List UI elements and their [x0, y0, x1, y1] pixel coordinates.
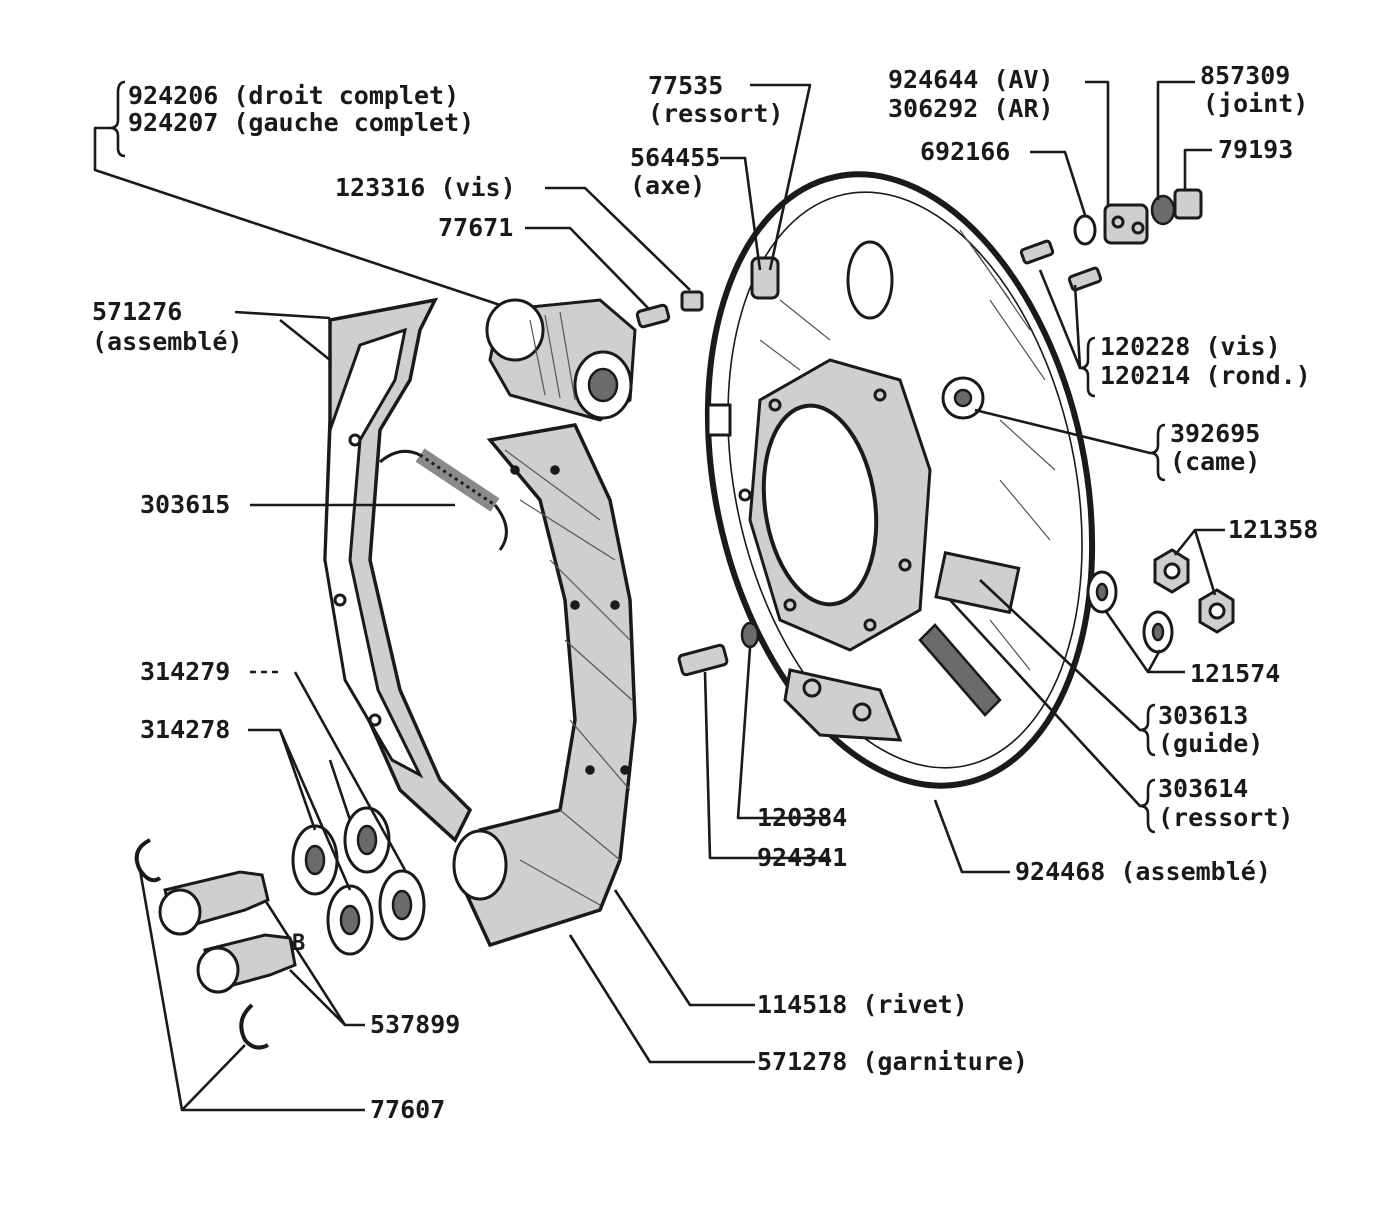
cylinder-screws: [635, 290, 704, 329]
label-121358: 121358: [1228, 515, 1318, 544]
label-121574: 121574: [1190, 659, 1280, 688]
part-labels: 924206 (droit complet) 924207 (gauche co…: [92, 61, 1318, 1124]
label-77671: 77671: [438, 213, 513, 242]
label-392695-note: (came): [1170, 447, 1260, 476]
wheel-cylinder: [485, 298, 637, 422]
label-924644: 924644 (AV): [888, 65, 1054, 94]
return-spring: [379, 448, 508, 551]
label-letter-b: B: [292, 931, 305, 956]
label-120384: 120384: [757, 803, 847, 832]
label-924207: 924207 (gauche complet): [128, 108, 474, 137]
label-77535: 77535: [648, 71, 723, 100]
label-392695: 392695: [1170, 419, 1260, 448]
label-77535-note: (ressort): [648, 99, 783, 128]
label-114518: 114518 (rivet): [757, 990, 968, 1019]
label-303614: 303614: [1158, 774, 1248, 803]
label-303615: 303615: [140, 490, 230, 519]
label-314278: 314278: [140, 715, 230, 744]
label-857309: 857309: [1200, 61, 1290, 90]
label-924468: 924468 (assemblé): [1015, 857, 1271, 886]
backing-plate: [704, 171, 1096, 789]
label-564455: 564455: [630, 143, 720, 172]
label-857309-note: (joint): [1203, 89, 1308, 118]
leader-lines: [93, 80, 1225, 1112]
label-924206: 924206 (droit complet): [128, 81, 459, 110]
label-564455-note: (axe): [630, 171, 705, 200]
label-120214: 120214 (rond.): [1100, 361, 1311, 390]
label-306292: 306292 (AR): [888, 94, 1054, 123]
hardware-left: [134, 806, 426, 1050]
label-571276-note: (assemblé): [92, 327, 243, 356]
label-120228: 120228 (vis): [1100, 332, 1281, 361]
label-924341: 924341: [757, 843, 847, 872]
label-303613: 303613: [1158, 701, 1248, 730]
label-77607: 77607: [370, 1095, 445, 1124]
hardware-right: [677, 188, 1235, 677]
label-537899: 537899: [370, 1010, 460, 1039]
label-314279: 314279: [140, 657, 230, 686]
label-303613-note: (guide): [1158, 729, 1263, 758]
label-571276: 571276: [92, 297, 182, 326]
label-692166: 692166: [920, 137, 1010, 166]
label-571278: 571278 (garniture): [757, 1047, 1028, 1076]
brake-shoe-frame: [323, 297, 473, 843]
label-123316: 123316 (vis): [335, 173, 516, 202]
label-303614-note: (ressort): [1158, 803, 1293, 832]
label-79193: 79193: [1218, 135, 1293, 164]
brake-shoe-lining: [452, 423, 637, 948]
